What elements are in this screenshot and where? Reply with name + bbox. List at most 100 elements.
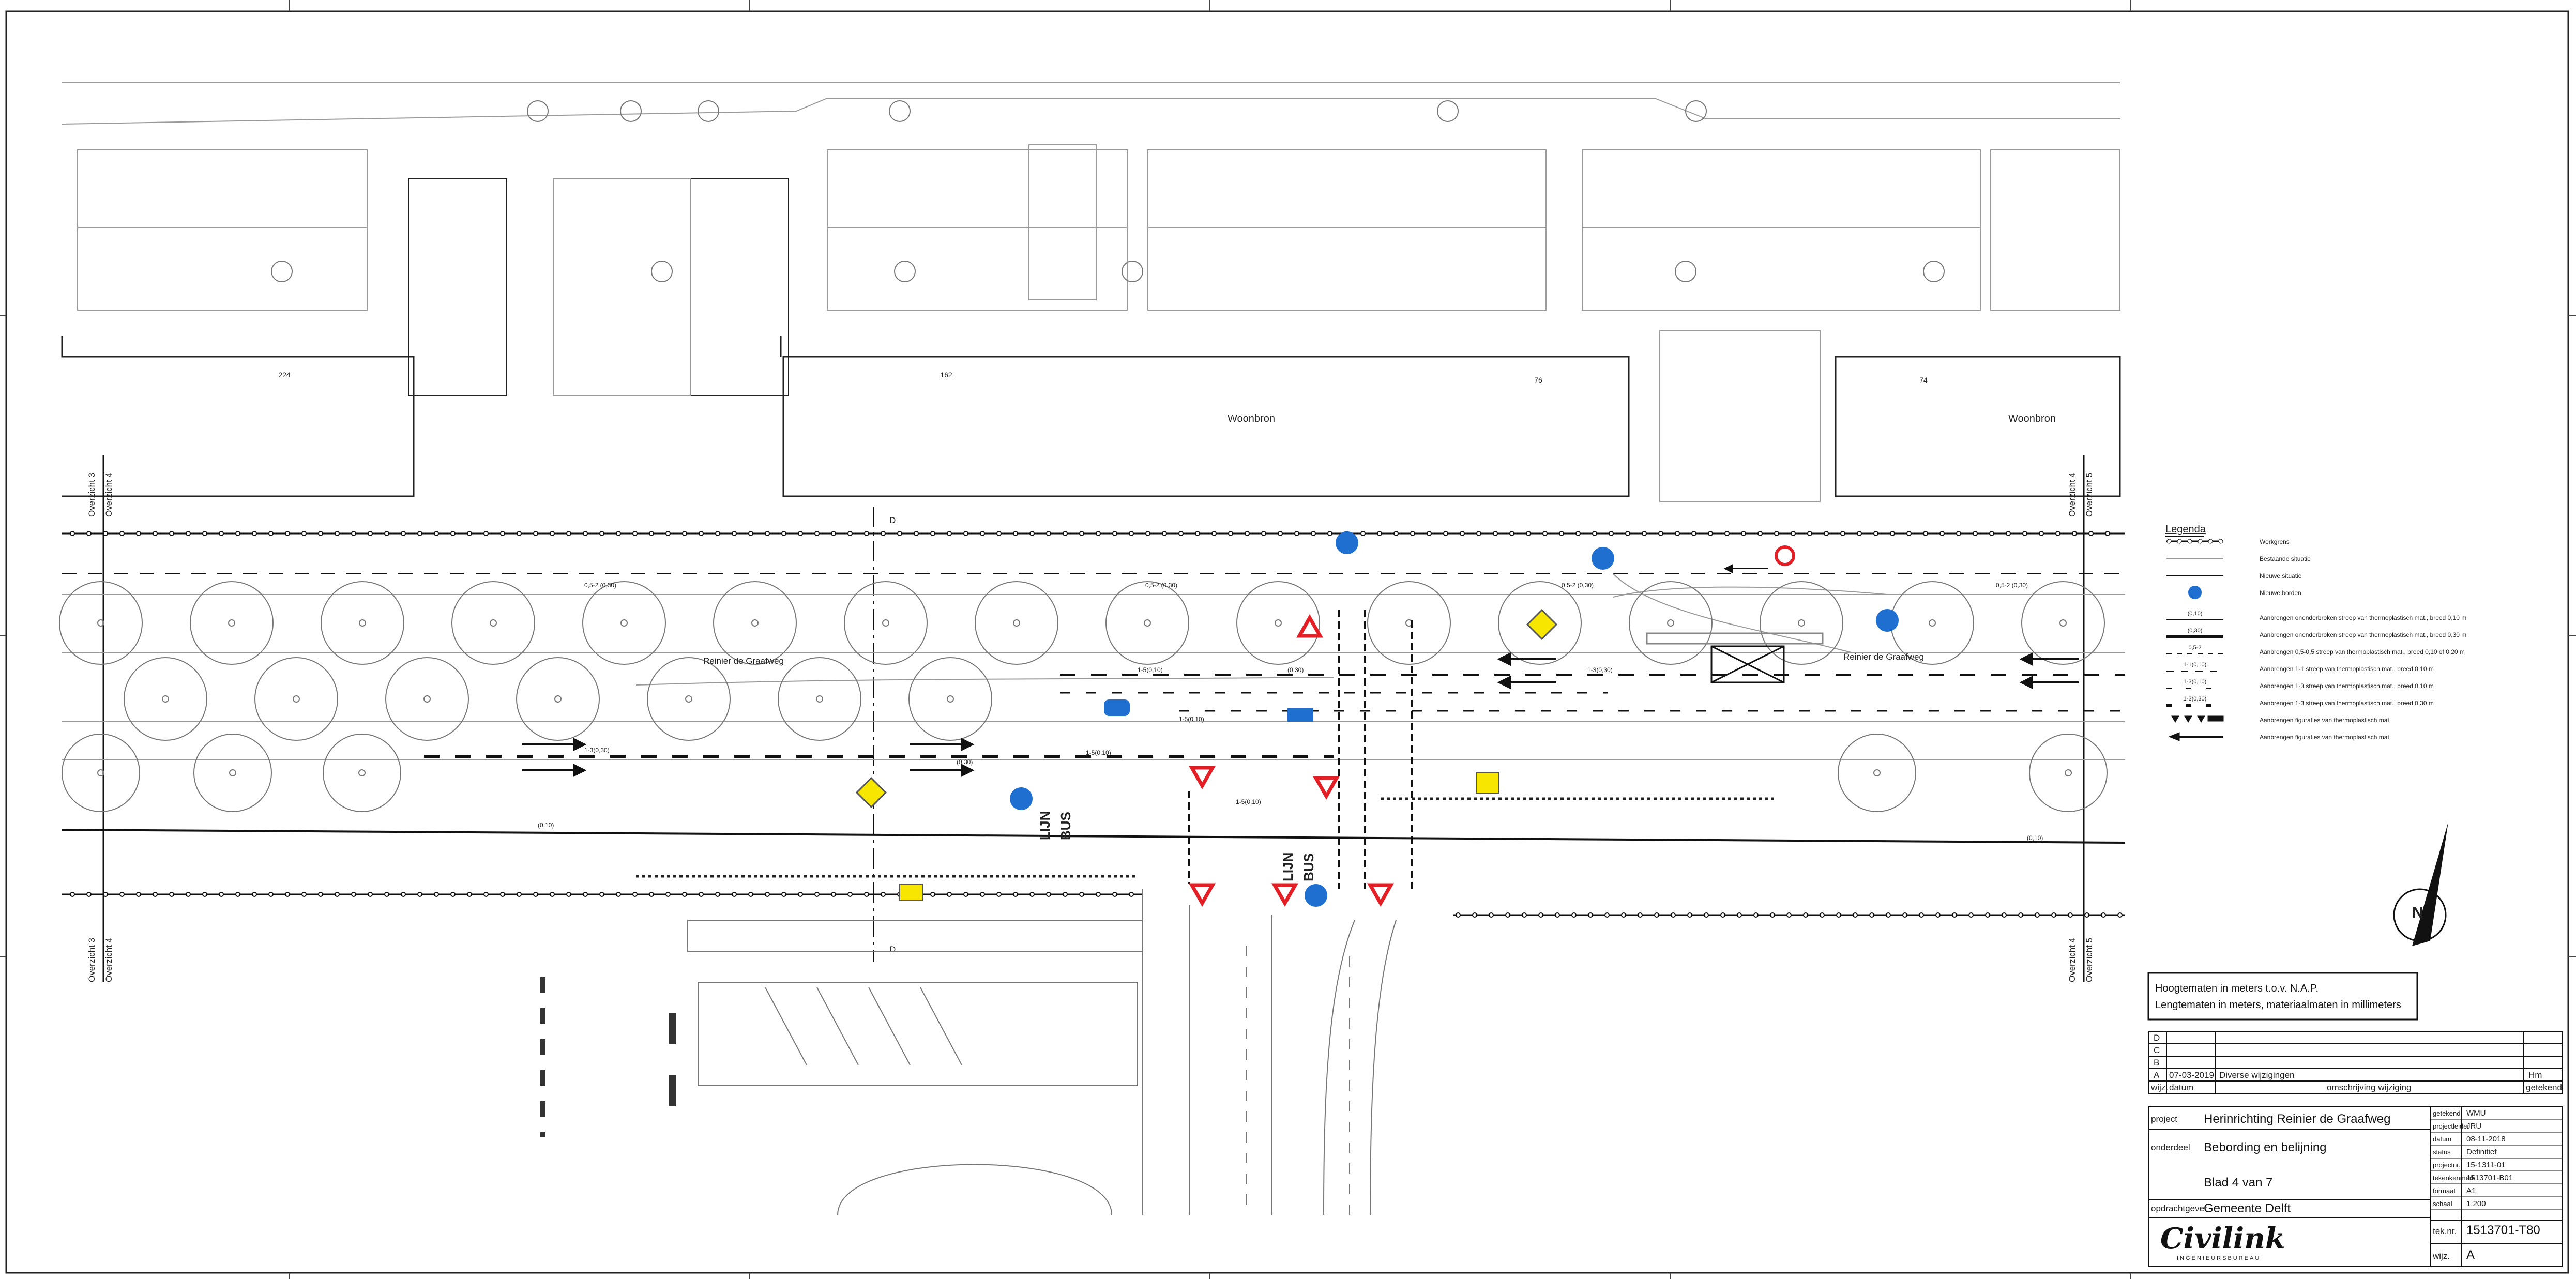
boundary-post <box>798 892 803 897</box>
boundary-post <box>500 531 505 536</box>
boundary-post <box>947 531 952 536</box>
boundary-post <box>1886 912 1891 918</box>
boundary-post <box>881 531 886 536</box>
boundary-post <box>1935 912 1941 918</box>
sheet-frame <box>5 10 2569 1274</box>
boundary-post <box>682 531 687 536</box>
house-number-74: 74 <box>1919 376 1928 384</box>
boundary-post <box>814 892 820 897</box>
house-number-76: 76 <box>1534 376 1542 384</box>
boundary-post <box>632 531 638 536</box>
road-lines <box>62 573 2126 844</box>
boundary-post <box>1538 912 1543 918</box>
note-heights: Hoogtematen in meters t.o.v. N.A.P. <box>2155 983 2319 994</box>
boundary-post <box>1704 912 1709 918</box>
boundary-post <box>268 531 274 536</box>
boundary-post <box>930 892 935 897</box>
boundary-post <box>2088 531 2094 536</box>
boundary-post <box>1642 531 1647 536</box>
tree-canopy <box>1838 734 1916 812</box>
boundary-post <box>268 892 274 897</box>
boundary-post <box>1476 531 1481 536</box>
boundary-post <box>1526 531 1531 536</box>
boundary-post <box>1456 912 1461 918</box>
rev-header-date: datum <box>2169 1083 2193 1092</box>
boundary-post <box>235 531 240 536</box>
stripe-label-2: 0,5-2 (0,30) <box>1145 582 1177 589</box>
boundary-post <box>765 531 770 536</box>
company-sub: INGENIEURSBUREAU <box>2177 1255 2261 1261</box>
house-number-224: 224 <box>278 371 291 379</box>
overzicht-right-b-top: Overzicht 5 <box>2084 473 2094 517</box>
north-buildings <box>62 82 2120 502</box>
tree-trunk <box>97 619 104 627</box>
building-label-woonbron-2: Woonbron <box>2008 413 2056 424</box>
tree-canopy <box>713 581 797 665</box>
boundary-post <box>1737 912 1742 918</box>
boundary-post <box>1063 531 1068 536</box>
tree-trunk <box>2065 769 2072 776</box>
crosswalk-markings <box>1188 610 1413 889</box>
sheet-number: Blad 4 van 7 <box>2204 1176 2272 1190</box>
legend-item-code: (0,10) <box>2188 611 2203 617</box>
boundary-post <box>1691 531 1696 536</box>
tree-trunk <box>1873 769 1881 776</box>
field-value: Definitief <box>2466 1148 2497 1156</box>
rev-row-desc: Diverse wijzigingen <box>2219 1070 2295 1080</box>
boundary-post <box>1311 531 1316 536</box>
field-value: 15-1311-01 <box>2466 1161 2506 1169</box>
boundary-post <box>781 531 786 536</box>
boundary-post <box>1919 912 1924 918</box>
legend-item-code: 1-1(0,10) <box>2184 662 2207 668</box>
tree-canopy <box>1629 581 1713 665</box>
boundary-post <box>483 531 489 536</box>
boundary-post <box>616 531 621 536</box>
tree-trunk <box>751 619 759 627</box>
north-arrow-icon: N <box>2393 822 2448 946</box>
overzicht-right-a-top: Overzicht 4 <box>2067 473 2077 517</box>
yield-sign-icon <box>1271 883 1299 907</box>
svg-text:N: N <box>2412 904 2423 921</box>
boundary-post <box>417 531 422 536</box>
boundary-post <box>963 531 968 536</box>
boundary-post <box>1625 531 1630 536</box>
boundary-post <box>980 892 985 897</box>
overzicht-right-b-bottom: Overzicht 5 <box>2084 938 2094 982</box>
boundary-post <box>996 531 1002 536</box>
overzicht-left-b-top: Overzicht 4 <box>104 473 114 517</box>
tree-trunk <box>1144 619 1151 627</box>
street-name-west: Reinier de Graafweg <box>703 656 784 666</box>
tree-canopy <box>190 581 274 665</box>
boundary-post <box>335 892 340 897</box>
boundary-post <box>1195 531 1200 536</box>
boundary-post <box>368 531 373 536</box>
boundary-post <box>1410 531 1415 536</box>
boundary-post <box>2072 531 2077 536</box>
stripe-label-14: (0,30) <box>1287 666 1304 674</box>
boundary-post <box>1604 912 1610 918</box>
no-entry-sign-icon <box>1775 545 1795 566</box>
yield-sign-icon <box>1312 776 1340 800</box>
boundary-post <box>1952 912 1957 918</box>
legend-item-text: Werkgrens <box>2260 538 2290 545</box>
street-trees <box>59 100 2108 812</box>
legend-item-text: Aanbrengen onenderbroken streep van ther… <box>2260 631 2466 638</box>
werkgrens-south-dots <box>70 892 2123 918</box>
revision-label: wijz. <box>2432 1251 2450 1261</box>
tree-trunk <box>554 695 562 703</box>
field-key: status <box>2433 1148 2451 1156</box>
stripe-label-1: 0,5-2 (0,30) <box>584 582 616 589</box>
legend-title: Legenda <box>2165 524 2206 535</box>
drawing-number: 1513701-T80 <box>2466 1223 2540 1237</box>
boundary-post <box>1939 531 1945 536</box>
legend-item-text: Aanbrengen 0,5-0,5 streep van thermoplas… <box>2260 648 2465 656</box>
boundary-post <box>930 531 935 536</box>
stripe-label-8: 1-5(0,10) <box>1179 715 1204 723</box>
warning-triangle-icon <box>1296 614 1324 638</box>
match-lines <box>102 455 2085 982</box>
tree-trunk <box>293 695 300 703</box>
bus-stop-sign-icon <box>1476 772 1499 794</box>
tree-canopy <box>698 100 719 122</box>
